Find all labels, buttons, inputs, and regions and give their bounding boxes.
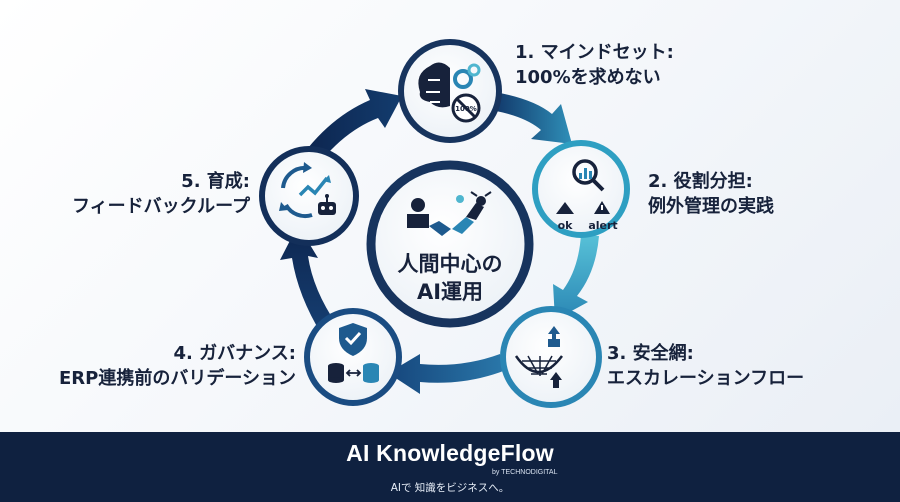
step-1-title: 1. マインドセット:: [515, 42, 674, 63]
step-4-label: 4. ガバナンス: ERP連携前のバリデーション: [59, 341, 296, 391]
safety-net-icon: [514, 326, 563, 388]
step-2-label: 2. 役割分担: 例外管理の実践: [648, 169, 774, 219]
step-2-title: 2. 役割分担:: [648, 171, 753, 192]
step-3-subtitle: エスカレーションフロー: [607, 368, 805, 389]
brand-tagline: AIで 知識をビジネスへ。: [390, 482, 510, 494]
step-1-subtitle: 100%を求めない: [515, 67, 661, 88]
step-4-title: 4. ガバナンス:: [173, 343, 296, 364]
arrow-2-to-3: [553, 234, 599, 320]
center-label: 人間中心の AI運用: [380, 250, 520, 306]
step-4-subtitle: ERP連携前のバリデーション: [59, 368, 296, 389]
step-2-alert-text: alert: [588, 219, 617, 232]
shield-database-icon: [328, 323, 379, 383]
footer-banner: AI KnowledgeFlow by TECHNODIGITAL AIで 知識…: [0, 432, 900, 502]
brand-name: AI KnowledgeFlow: [346, 440, 554, 466]
step-2-ok-text: ok: [558, 219, 574, 232]
cycle-diagram: 100% ok alert: [259, 39, 630, 408]
arrow-1-to-2: [496, 93, 572, 144]
brain-gear-icon: [418, 62, 481, 123]
step-5-title: 5. 育成:: [181, 171, 250, 192]
arrow-5-to-1: [308, 89, 402, 160]
center-node: [366, 160, 534, 328]
step-3-label: 3. 安全網: エスカレーションフロー: [607, 341, 804, 391]
handshake-robot-icon: [407, 191, 492, 236]
step-1-badge-text: 100%: [455, 105, 477, 113]
brand-byline: by TECHNODIGITAL: [492, 469, 558, 476]
arrow-3-to-4: [388, 354, 506, 394]
step-3-title: 3. 安全網:: [607, 343, 694, 364]
magnifier-chart-icon: [556, 159, 610, 214]
feedback-robot-icon: [279, 162, 336, 219]
step-5-subtitle: フィードバックループ: [71, 196, 250, 217]
arrow-4-to-5: [280, 225, 337, 335]
step-5-node: [259, 146, 359, 246]
center-line-2: AI運用: [416, 280, 484, 304]
step-1-label: 1. マインドセット: 100%を求めない: [515, 40, 674, 90]
step-5-label: 5. 育成: フィードバックループ: [72, 169, 250, 219]
step-2-subtitle: 例外管理の実践: [648, 196, 774, 217]
center-line-1: 人間中心の: [397, 252, 503, 276]
